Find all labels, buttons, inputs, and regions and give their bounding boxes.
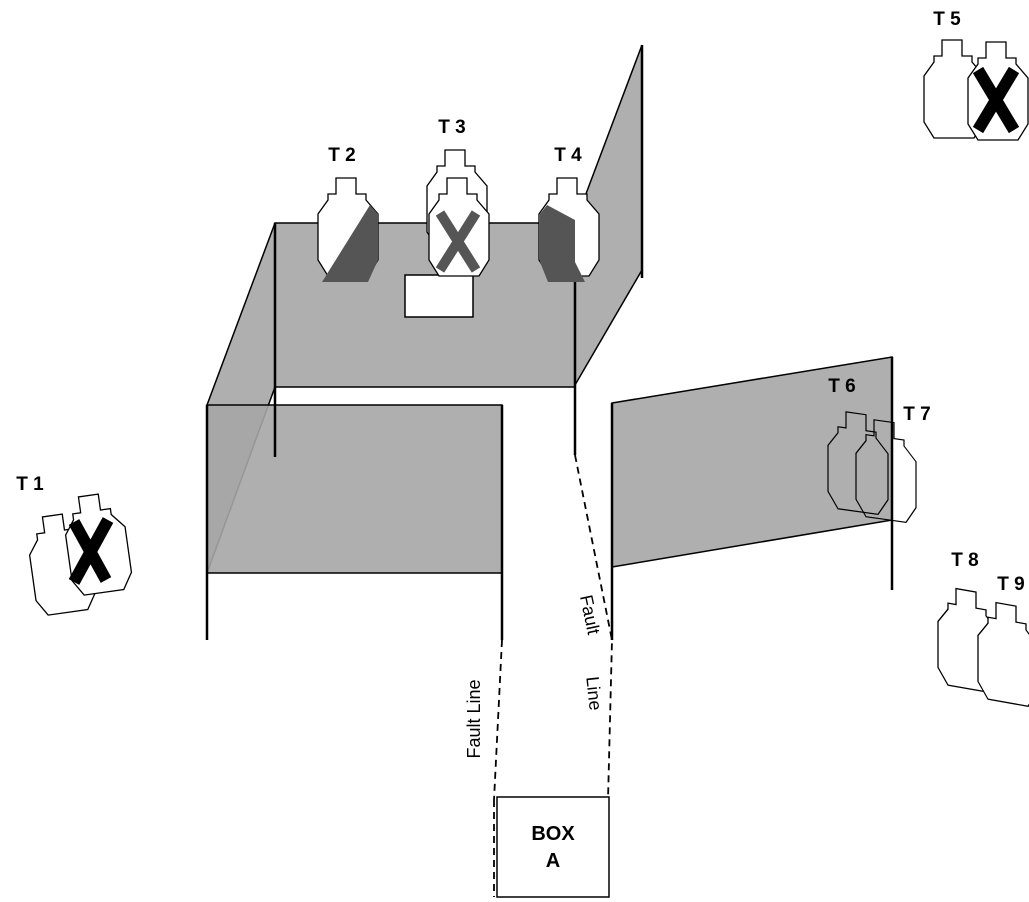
fault-line-left-label: Fault Line <box>464 679 484 758</box>
label-t1: T 1 <box>16 474 44 495</box>
target-t2 <box>317 177 379 282</box>
box-a-line1: BOX <box>531 823 575 845</box>
label-t6: T 6 <box>828 376 855 397</box>
fault-line-left <box>493 639 503 801</box>
target-t1 <box>23 490 135 618</box>
target-t5 <box>923 39 1029 141</box>
label-t8: T 8 <box>951 550 978 571</box>
label-t2: T 2 <box>328 145 355 166</box>
box-a-line2: A <box>546 850 560 872</box>
target-t3 <box>426 149 490 277</box>
fault-line-right <box>574 454 613 801</box>
front-left-wall <box>206 404 503 574</box>
box-a <box>496 796 610 898</box>
fault-line-right-label-1: Fault <box>576 593 604 636</box>
target-t8-t9 <box>937 584 1029 709</box>
label-t4: T 4 <box>554 145 582 166</box>
wall-box <box>404 274 474 318</box>
fault-line-right-label-2: Line <box>582 675 605 711</box>
label-t7: T 7 <box>903 404 930 425</box>
label-t9: T 9 <box>997 574 1024 595</box>
label-t5: T 5 <box>933 9 961 30</box>
label-t3: T 3 <box>438 117 465 138</box>
target-t4 <box>538 177 600 282</box>
